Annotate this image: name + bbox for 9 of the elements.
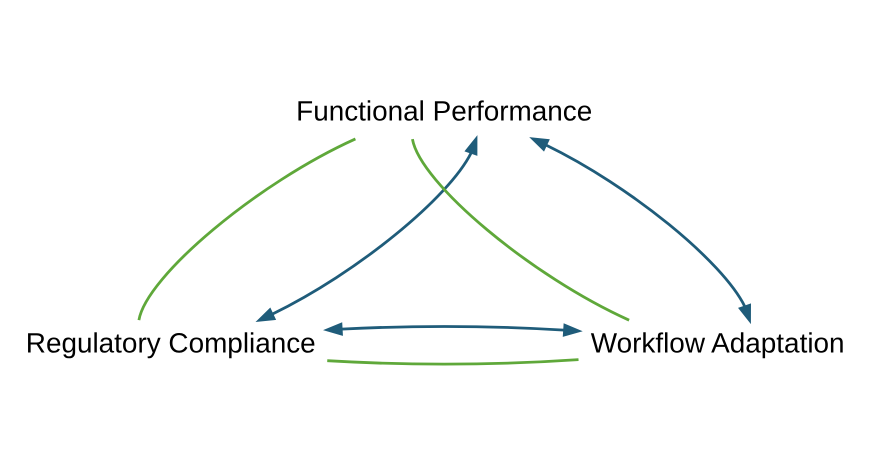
connector [138,138,356,321]
node-text: Regulatory Compliance [26,327,316,358]
arrow [529,137,751,324]
connector [327,358,579,366]
arrow [323,322,583,337]
connector [411,138,630,322]
node-text: Workflow Adaptation [590,327,845,358]
arrow [256,135,478,322]
node-text: Functional Performance [296,96,592,127]
